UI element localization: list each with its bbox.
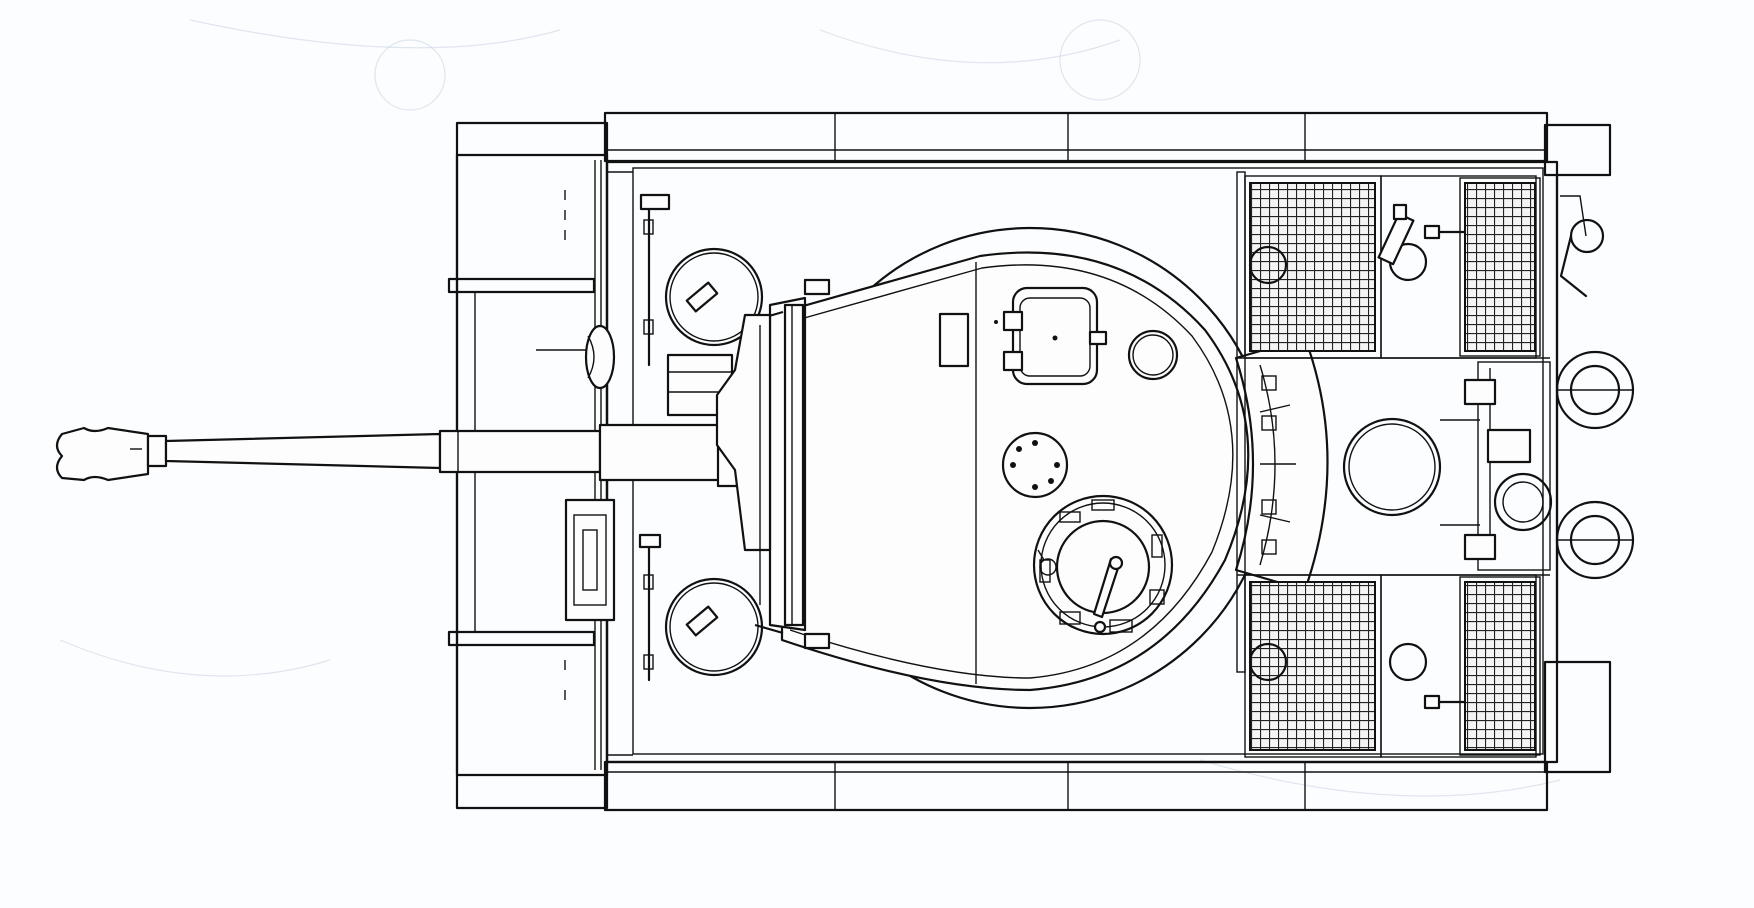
stowage-bin <box>1234 336 1329 592</box>
main-gun <box>55 416 753 488</box>
fender-top <box>603 111 1549 163</box>
rear-deck-details <box>1440 361 1553 571</box>
commander-cupola-icon <box>1032 494 1174 636</box>
radiator-grille-top-right <box>1459 177 1541 357</box>
shovel-tool-icon <box>638 533 662 682</box>
turret <box>715 226 1272 710</box>
radiator-grille-bottom-left <box>1249 581 1376 751</box>
turret-vent-icon <box>938 312 970 368</box>
engine-deck-tools <box>1377 203 1467 710</box>
axe-tool-icon <box>639 193 671 367</box>
rear-tow-hook-icon <box>1559 195 1605 298</box>
exhaust-icon <box>1555 350 1635 580</box>
ball-mount-icon <box>564 498 616 622</box>
turret-port-icon <box>1127 329 1179 381</box>
paper-bleed-through <box>59 19 1561 797</box>
radiator-grille-bottom-right <box>1459 576 1541 756</box>
radiator-grille-top-left <box>1249 182 1376 352</box>
engine-access-hatch-icon <box>1342 417 1442 517</box>
driver-hatch-icon <box>664 247 764 347</box>
headlight-icon <box>536 324 616 390</box>
loader-hatch-icon <box>994 286 1108 386</box>
radio-operator-hatch-icon <box>664 577 764 677</box>
fender-bottom <box>603 760 1549 812</box>
pistol-port-icon <box>1001 431 1069 499</box>
